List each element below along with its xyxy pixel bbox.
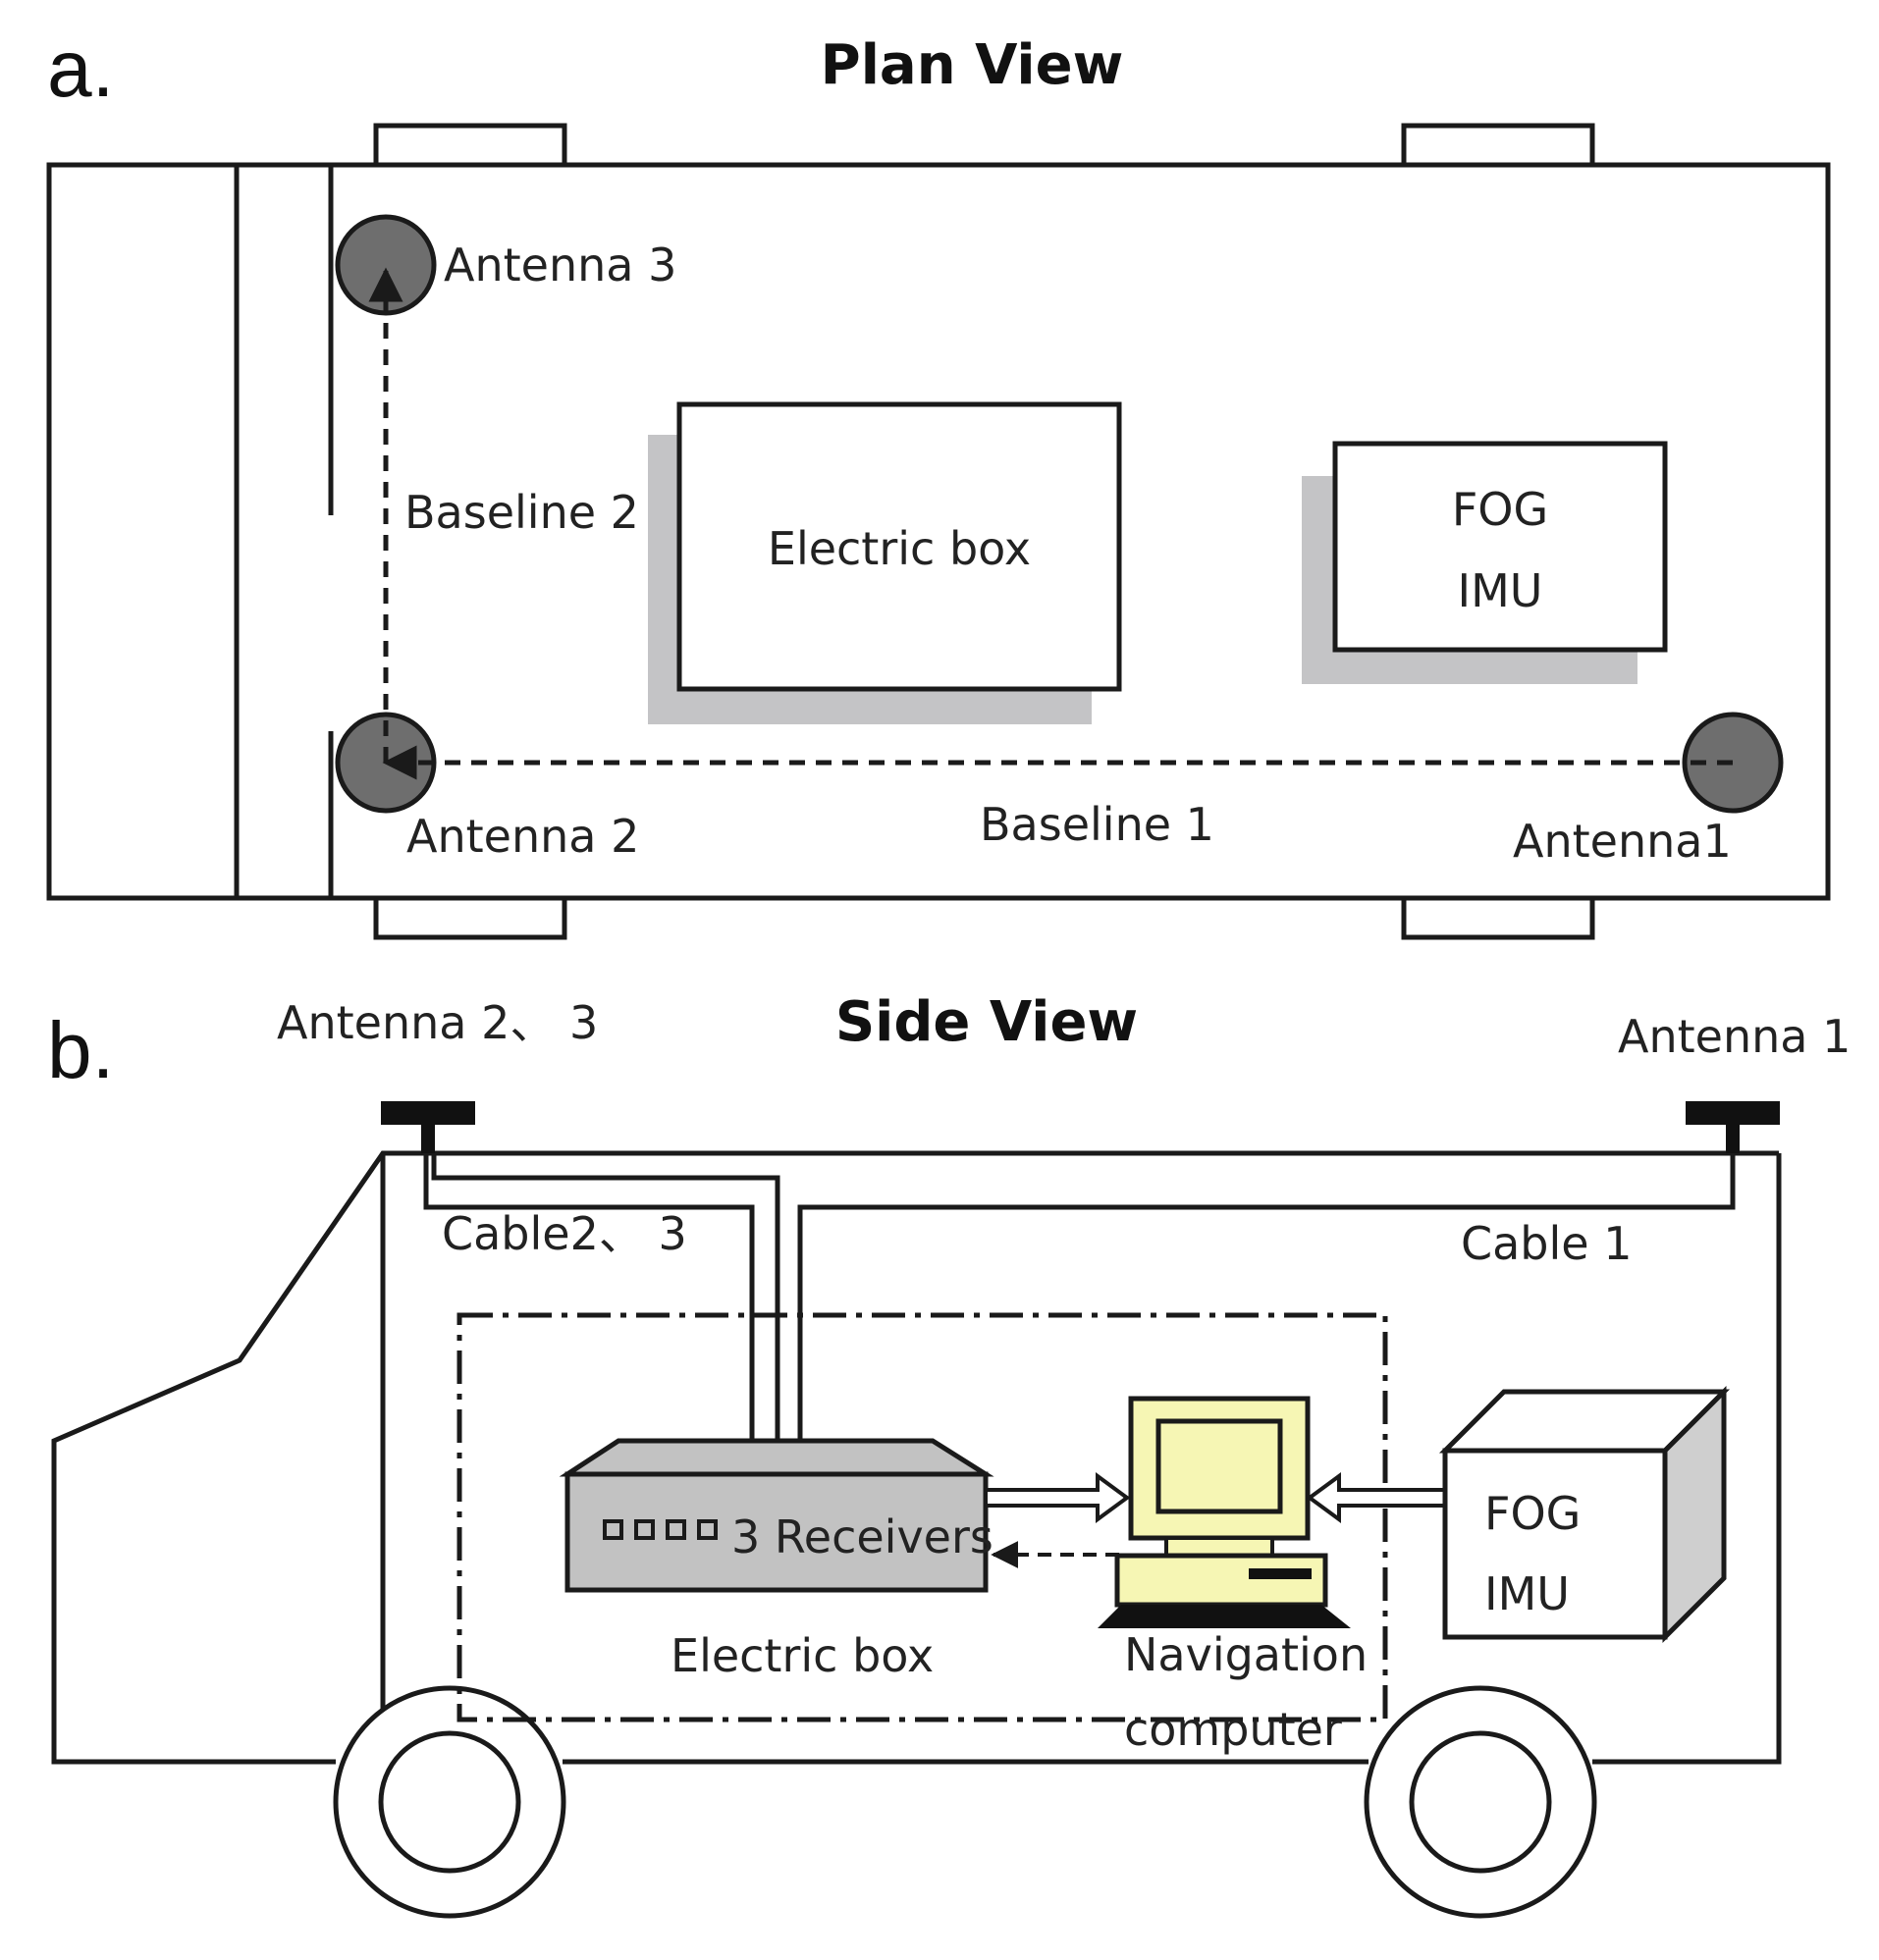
receivers-label: 3 Receivers <box>731 1510 993 1563</box>
antenna-1-label: Antenna1 <box>1513 815 1732 868</box>
side-vehicle-body <box>51 1150 1782 1765</box>
plan-view-title: Plan View <box>821 33 1124 97</box>
plan-wheel-front-left <box>373 123 567 168</box>
panel-a-letter: a. <box>47 25 114 114</box>
cable-2-3-line-b <box>431 1153 780 1441</box>
imu-to-computer-arrow <box>1306 1472 1447 1523</box>
plan-fog-imu-box <box>1332 441 1668 653</box>
baseline-2-label: Baseline 2 <box>404 486 639 539</box>
receiver-led-4 <box>697 1519 718 1540</box>
side-view-title: Side View <box>835 990 1138 1054</box>
plan-fog-label: FOG <box>1452 483 1548 536</box>
antenna-2-label: Antenna 2 <box>406 810 639 863</box>
side-electric-box-enclosure <box>456 1312 1388 1722</box>
side-front-wheel-hub <box>378 1730 521 1874</box>
plan-imu-label: IMU <box>1458 564 1543 617</box>
antenna-3-marker <box>335 214 437 316</box>
receiver-led-1 <box>603 1519 623 1540</box>
side-antenna-1 <box>1686 1101 1780 1125</box>
panel-b-letter: b. <box>47 1006 114 1095</box>
nav-computer-label-line2: computer <box>1124 1703 1342 1756</box>
side-antenna-1-mast <box>1726 1125 1740 1153</box>
receivers-to-computer-arrow <box>984 1472 1131 1523</box>
nav-computer-drive <box>1249 1568 1312 1579</box>
side-fog-label: FOG <box>1484 1487 1581 1540</box>
side-antenna-23-mast <box>421 1125 435 1153</box>
receivers-top <box>559 1438 994 1477</box>
plan-electric-box <box>676 401 1122 692</box>
cable-1-line <box>797 1153 1736 1441</box>
side-rear-wheel-hub <box>1409 1730 1552 1874</box>
side-view-panel: b. Side View 3 Receivers <box>47 990 1851 1919</box>
baseline-1-label: Baseline 1 <box>980 798 1214 851</box>
cable-2-3-line-a <box>423 1153 755 1441</box>
side-imu-label: IMU <box>1484 1567 1570 1620</box>
side-antenna-23-label: Antenna 2、 3 <box>277 996 598 1049</box>
side-antenna-23 <box>381 1101 475 1125</box>
nav-computer-keyboard <box>1098 1605 1351 1628</box>
nav-computer-label-line1: Navigation <box>1124 1628 1368 1681</box>
receiver-led-3 <box>666 1519 686 1540</box>
plan-electric-box-label: Electric box <box>768 522 1031 575</box>
receiver-led-2 <box>634 1519 655 1540</box>
plan-wheel-rear-left <box>1401 123 1595 168</box>
side-antenna-1-label: Antenna 1 <box>1618 1010 1851 1063</box>
nav-computer-stand <box>1164 1536 1274 1558</box>
antenna-3-label: Antenna 3 <box>444 238 676 291</box>
cable-2-3-label: Cable2、 3 <box>442 1207 687 1260</box>
plan-view-panel: a. Plan View Electric box FOG IMU Antenn… <box>46 25 1831 940</box>
nav-computer-base <box>1114 1553 1328 1608</box>
side-electric-box-label: Electric box <box>671 1629 934 1682</box>
side-imu-front <box>1442 1448 1668 1640</box>
plan-wheel-rear-right <box>1401 895 1595 940</box>
nav-computer-screen <box>1155 1418 1283 1514</box>
cable-1-label: Cable 1 <box>1461 1217 1632 1270</box>
plan-wheel-front-right <box>373 895 567 940</box>
